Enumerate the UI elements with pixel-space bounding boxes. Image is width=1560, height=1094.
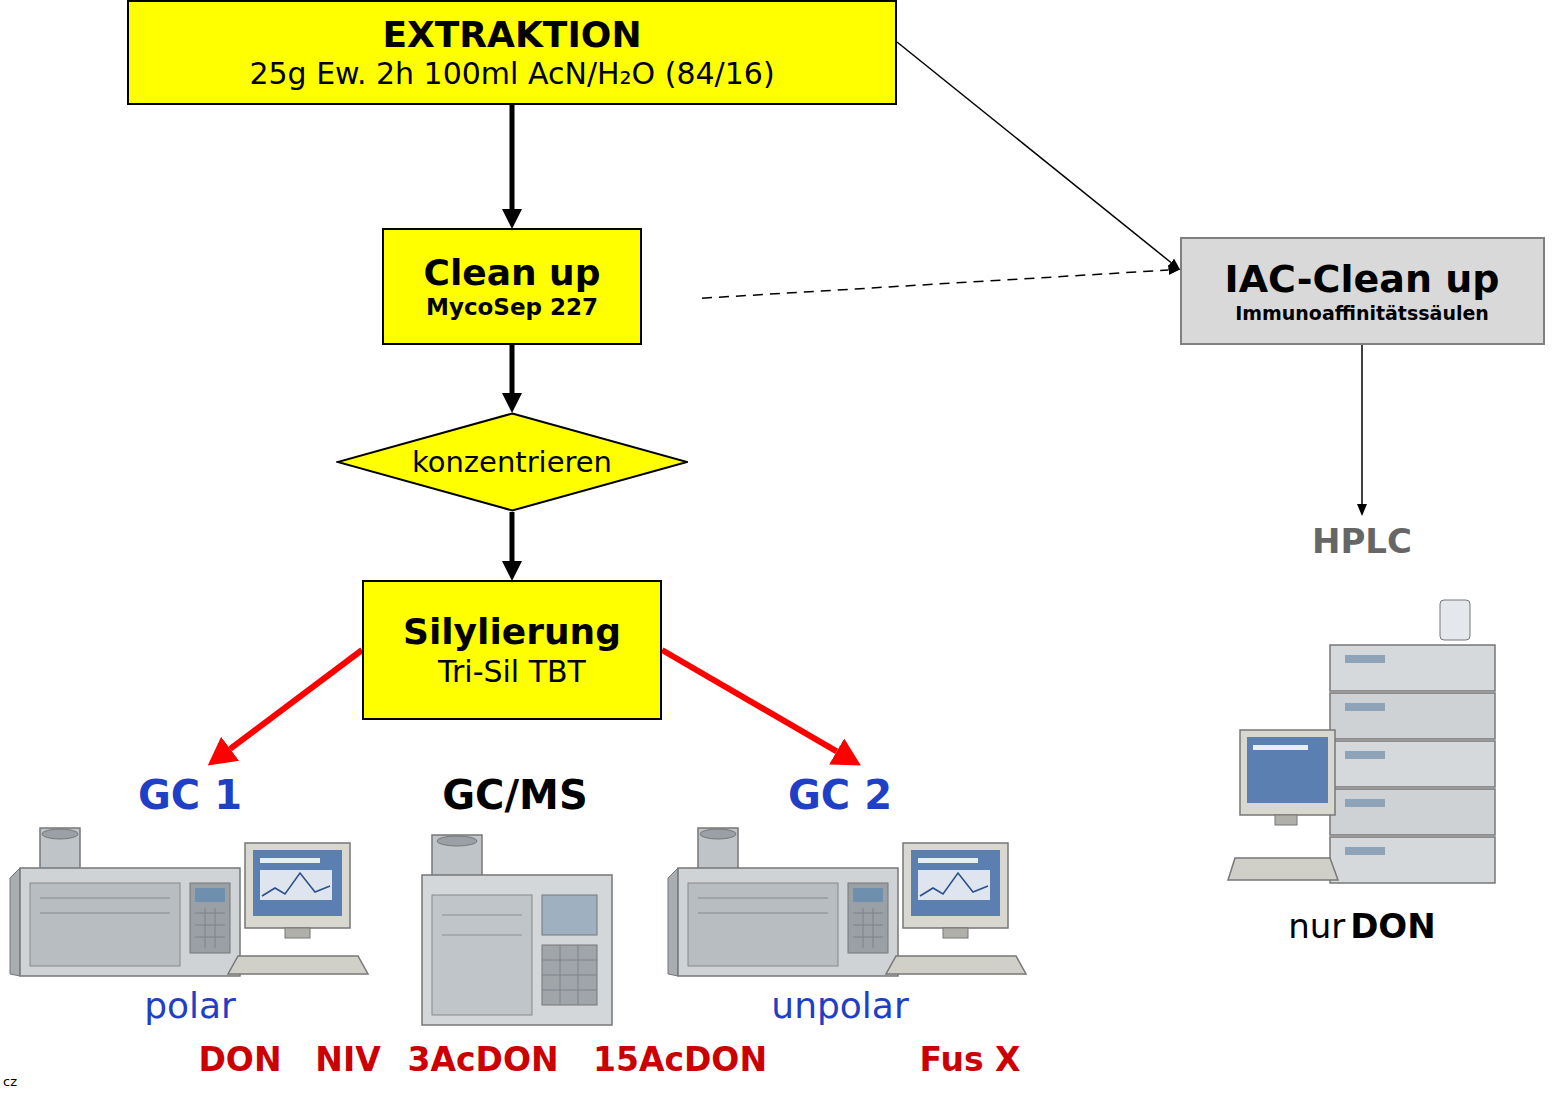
node-text: Immunoaffinitätssäulen [1235, 302, 1489, 325]
instrument-node: HPLC nurDON [1212, 515, 1512, 947]
gc-instrument [668, 828, 1026, 976]
analyte-label: 3AcDON [407, 1040, 558, 1080]
node-text: nur [1288, 906, 1345, 947]
node-title: Clean up [423, 251, 600, 294]
flow-arrow [897, 42, 1171, 263]
node-text: Tri-Sil TBT [438, 654, 586, 690]
instrument-node: GC 2 unpolar [640, 765, 1040, 1027]
gc-instrument [10, 828, 368, 976]
node-title: IAC-Clean up [1225, 257, 1500, 303]
node-text: 25g Ew. 2h 100ml AcN/H₂O (84/16) [249, 56, 774, 92]
process-box: IAC-Clean upImmunoaffinitätssäulen [1180, 237, 1545, 345]
text-row: nurDON [1288, 906, 1435, 947]
process-box: SilylierungTri-Sil TBT [362, 580, 662, 720]
instrument-node: GC 1 polar [5, 765, 375, 1027]
analyte-label: 15AcDON [593, 1040, 767, 1080]
hplc-instrument [1228, 600, 1495, 883]
flow-arrow [510, 105, 515, 209]
dashed-arrow [702, 270, 1169, 298]
decision-diamond: konzentrieren [336, 412, 689, 512]
node-title: GC 2 [788, 771, 892, 819]
analyte-label: Fus X [920, 1040, 1021, 1080]
analyte-label: DON [198, 1040, 281, 1080]
text-row: unpolar [771, 984, 908, 1027]
diamond-shape [337, 414, 687, 511]
flow-arrow [662, 650, 837, 751]
flow-arrow [230, 650, 362, 749]
node-text: polar [144, 984, 236, 1027]
flow-arrow [1361, 345, 1363, 504]
node-title: HPLC [1312, 521, 1412, 562]
node-text: DON [1350, 906, 1436, 947]
author-mark: cz [3, 1074, 17, 1090]
instrument-node: GC/MS [400, 765, 630, 1035]
flow-arrow [509, 345, 514, 393]
node-title: Silylierung [403, 610, 621, 653]
process-box: Clean upMycoSep 227 [382, 228, 642, 345]
gcms-instrument [422, 835, 612, 1025]
node-title: EXTRAKTION [382, 13, 641, 56]
analyte-label: NIV [315, 1040, 380, 1080]
node-title: konzentrieren [412, 445, 612, 480]
node-title: GC 1 [138, 771, 242, 819]
process-box: EXTRAKTION25g Ew. 2h 100ml AcN/H₂O (84/1… [127, 0, 897, 105]
node-text: MycoSep 227 [426, 294, 598, 322]
node-text: unpolar [771, 984, 908, 1027]
flow-arrow [509, 512, 514, 561]
text-row: polar [144, 984, 236, 1027]
node-title: GC/MS [442, 771, 587, 819]
